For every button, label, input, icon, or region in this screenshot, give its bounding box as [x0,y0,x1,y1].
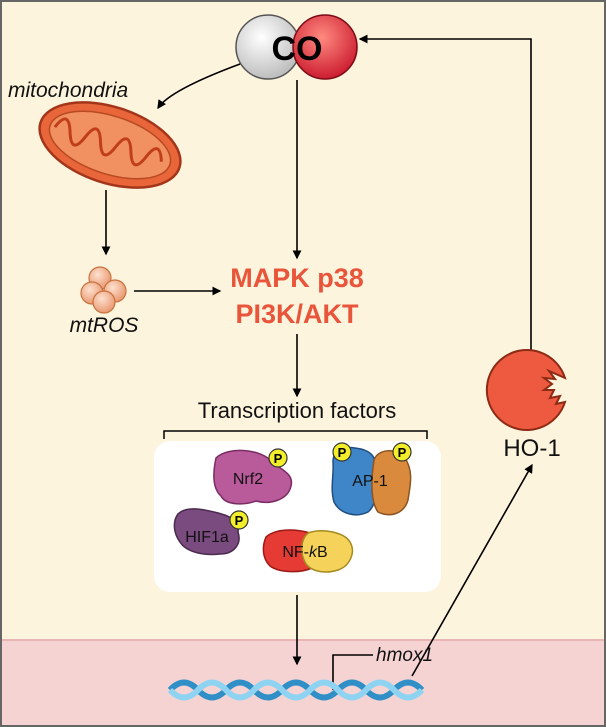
nfkb-protein-icon [262,529,354,573]
arrows [101,34,533,690]
mitochondria-icon [38,101,182,189]
phospho-ap1-left-icon: P [332,442,352,462]
pathway-line-pi3k: PI3K/AKT [235,299,359,329]
svg-text:P: P [338,445,347,460]
nfkb-label: NF-kB [282,544,327,561]
mitochondria-label: mitochondria [8,79,128,102]
gene-promoter-line [332,654,373,690]
hmox1-gene-label: hmox1 [376,645,433,666]
co-label: CO [272,30,323,68]
dna-helix-icon [167,679,425,701]
ho1-label: HO-1 [503,435,560,462]
phospho-ap1-right-icon: P [392,442,412,462]
arrow-gene-to-ho1 [411,463,533,677]
mtros-label: mtROS [70,314,139,337]
co-molecule-icon [235,14,358,80]
svg-text:P: P [274,451,283,466]
mtros-cluster-icon [80,266,127,314]
phospho-nrf2-icon: P [268,448,288,468]
ap1-protein-icon [331,446,412,516]
arrow-ho1-to-co [358,34,532,362]
phospho-hif1a-icon: P [229,510,249,530]
hif1a-label: HIF1a [185,529,229,546]
ap1-label: AP-1 [352,473,388,490]
pathway-line-mapk: MAPK p38 [230,263,364,293]
nrf2-label: Nrf2 [233,471,263,488]
tf-heading: Transcription factors [198,398,396,423]
svg-text:P: P [398,445,407,460]
hif1a-protein-icon [173,508,240,556]
arrow-co-to-mitochondria [157,63,241,110]
tf-bracket [163,430,428,439]
ho1-enzyme-icon [485,349,567,431]
svg-text:P: P [235,513,244,528]
